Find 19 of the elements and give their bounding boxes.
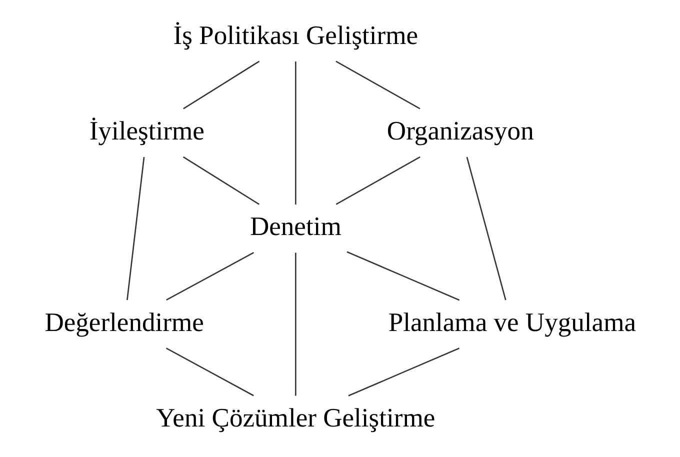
node-text: İş Politikası Geliştirme [172,20,418,50]
node-text: Denetim [249,211,341,242]
connector [348,348,459,396]
node-text: Yeni Çözümler Geliştirme [156,402,435,432]
connector [182,156,259,205]
connector [165,348,254,396]
connector [335,156,420,205]
connector [466,156,506,300]
connector [346,251,460,301]
node-text: Planlama ve Uygulama [388,306,636,337]
connector [294,61,296,204]
connector [126,157,144,300]
connector [166,252,254,301]
connector [294,252,296,396]
node-text: Değerlendirme [44,306,204,337]
connector [182,60,260,110]
node-text: İyileştirme [88,116,204,146]
node-text: Organizasyon [386,116,534,146]
connector [335,60,420,110]
